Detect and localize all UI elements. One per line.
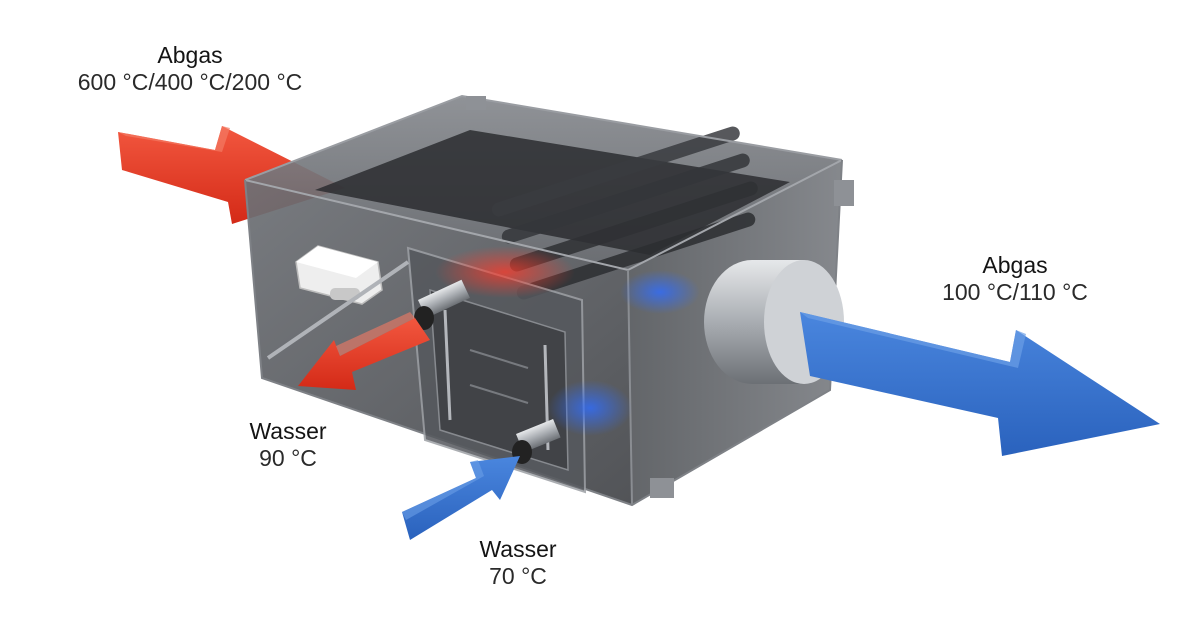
- exhaust-outlet-title: Abgas: [982, 252, 1048, 278]
- water-outlet-title: Wasser: [249, 418, 327, 444]
- exhaust-outlet-arrow: [800, 312, 1160, 456]
- exhaust-inlet-temperature: 600 °C/400 °C/200 °C: [77, 69, 303, 96]
- water-inlet-arrow: [402, 456, 520, 540]
- exhaust-outlet-temperature: 100 °C/110 °C: [942, 279, 1088, 306]
- water-outlet-temperature: 90 °C: [259, 445, 317, 472]
- heat-glow-red: [435, 246, 575, 298]
- heat-glow-blue: [620, 270, 700, 314]
- water-inlet-temperature: 70 °C: [489, 563, 547, 590]
- heat-glow-blue: [548, 380, 632, 436]
- water-outlet-label: Wasser 90 °C: [228, 418, 348, 472]
- exhaust-outlet-label: Abgas 100 °C/110 °C: [900, 252, 1130, 306]
- mounting-tab: [466, 96, 486, 110]
- damper-actuator: [266, 245, 410, 360]
- mounting-tab: [834, 180, 854, 206]
- mounting-tab: [650, 478, 674, 498]
- water-outlet-arrow: [298, 312, 430, 390]
- exhaust-inlet-label: Abgas 600 °C/400 °C/200 °C: [30, 42, 350, 96]
- exhaust-inlet-title: Abgas: [157, 42, 223, 68]
- water-inlet-title: Wasser: [479, 536, 557, 562]
- water-inlet-label: Wasser 70 °C: [458, 536, 578, 590]
